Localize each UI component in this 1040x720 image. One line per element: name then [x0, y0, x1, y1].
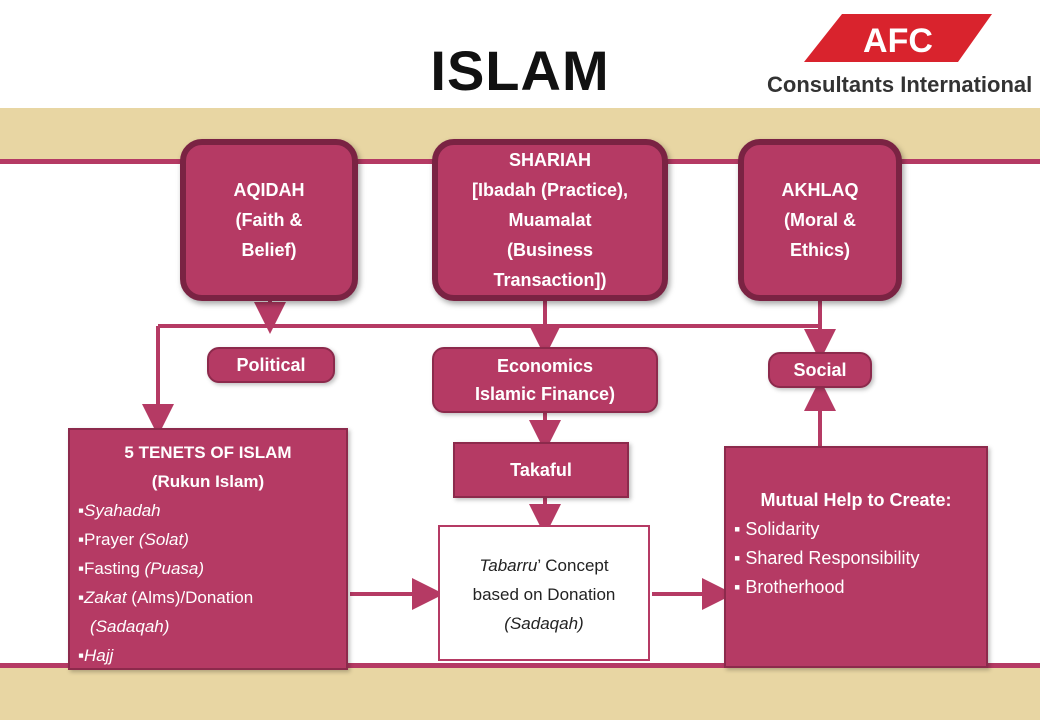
- logo-mark-icon: AFC: [804, 14, 992, 62]
- tabarru-line-1: Tabarru’ Concept: [479, 556, 609, 575]
- page-title: ISLAM: [430, 39, 610, 102]
- social-label: Social: [768, 352, 872, 388]
- shariah-pillar: SHARIAH [Ibadah (Practice), Muamalat (Bu…: [432, 139, 668, 301]
- footer-rule: [0, 663, 1040, 668]
- mutual-help-header: Mutual Help to Create:: [760, 490, 952, 510]
- akhlaq-line-3: Ethics): [789, 240, 850, 260]
- tabarru-line-2: based on Donation: [472, 585, 616, 604]
- economics-line-1: Economics: [496, 356, 594, 376]
- tenet-item: Fasting (Puasa): [78, 554, 346, 583]
- tabarru-box: Tabarru’ Concept based on Donation (Sada…: [438, 525, 650, 661]
- economics-box: Economics Islamic Finance): [432, 347, 658, 413]
- takaful-box: Takaful: [453, 442, 629, 498]
- tenet-item: Hajj: [78, 641, 346, 670]
- five-tenets-box: 5 TENETS OF ISLAM (Rukun Islam) Syahadah…: [68, 428, 348, 670]
- tabarru-line-3: (Sadaqah): [504, 614, 584, 633]
- tenet-item: Syahadah: [78, 496, 346, 525]
- mutual-help-item: Solidarity: [734, 515, 986, 544]
- tenets-header: 5 TENETS OF ISLAM: [124, 443, 292, 462]
- shariah-line-2: [Ibadah (Practice),: [471, 180, 629, 200]
- footer-band: [0, 668, 1040, 720]
- aqidah-line-2: (Faith &: [235, 210, 303, 230]
- logo-mark-text: AFC: [863, 22, 933, 60]
- mutual-help-item: Brotherhood: [734, 573, 986, 602]
- logo-subtitle: Consultants International: [767, 72, 1033, 97]
- tenet-item-continued: (Sadaqah): [90, 617, 170, 636]
- aqidah-line-3: Belief): [241, 240, 297, 260]
- mutual-help-box: Mutual Help to Create: Solidarity Shared…: [724, 446, 988, 668]
- tenets-list: Syahadah Prayer (Solat) Fasting (Puasa) …: [70, 496, 346, 670]
- tenets-subheader: (Rukun Islam): [151, 472, 265, 491]
- political-label: Political: [207, 347, 335, 383]
- mutual-help-item: Shared Responsibility: [734, 544, 986, 573]
- shariah-line-4: (Business: [506, 240, 593, 260]
- akhlaq-line-2: (Moral &: [784, 210, 856, 230]
- mutual-help-list: Solidarity Shared Responsibility Brother…: [726, 515, 986, 602]
- shariah-line-3: Muamalat: [508, 210, 592, 230]
- shariah-line-5: Transaction]): [493, 270, 607, 290]
- aqidah-pillar: AQIDAH (Faith & Belief): [180, 139, 358, 301]
- tenet-item: Zakat (Alms)/Donation: [78, 583, 346, 612]
- aqidah-line-1: AQIDAH: [233, 180, 305, 200]
- shariah-line-1: SHARIAH: [508, 150, 591, 170]
- akhlaq-line-1: AKHLAQ: [781, 180, 859, 200]
- tenet-item: Prayer (Solat): [78, 525, 346, 554]
- afc-logo: AFC: [760, 12, 1035, 102]
- economics-line-2: Islamic Finance): [474, 384, 616, 404]
- akhlaq-pillar: AKHLAQ (Moral & Ethics): [738, 139, 902, 301]
